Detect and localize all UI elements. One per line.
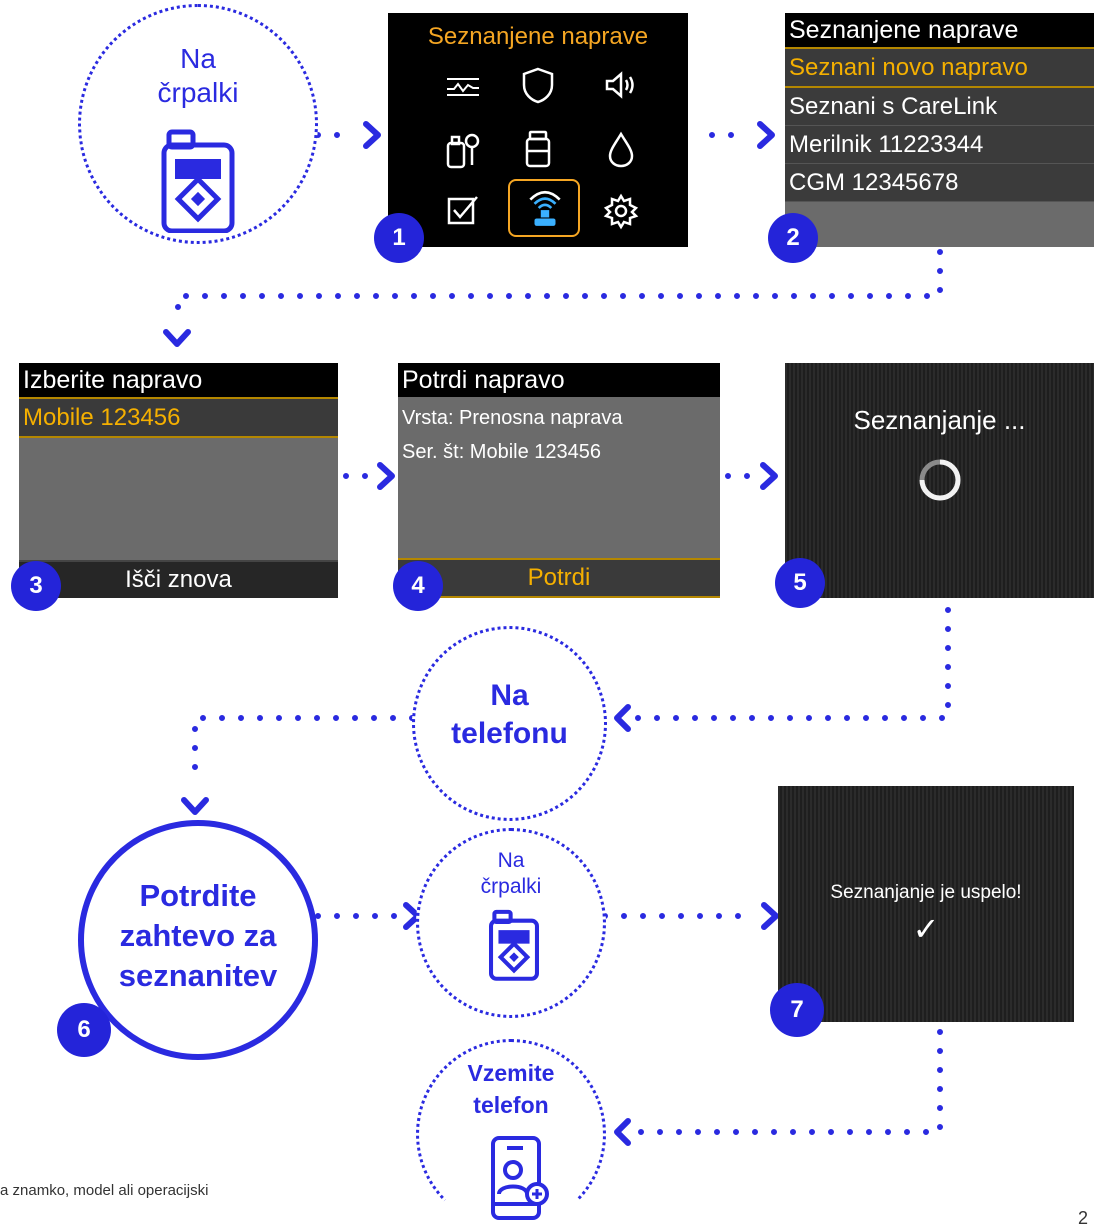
on-pump-label-line2: črpalki [157,77,239,108]
pump-screen-confirm-device: Potrdi napravo Vrsta: Prenosna naprava S… [398,363,720,598]
screen-header: Izberite napravo [19,363,338,397]
device-type-text: Vrsta: Prenosna naprava [402,407,623,429]
on-phone-step-circle: Na telefonu [412,626,607,821]
on-pump-mid-label-line1: Na [497,849,525,872]
speaker-icon [605,71,634,99]
list-item-mobile-device[interactable]: Mobile 123456 [19,397,338,438]
menu-title: Seznanjene naprave [427,23,649,50]
screen-header: Potrdi napravo [398,363,720,397]
pump-screen-pairing-progress: Seznanjanje ... [785,363,1094,598]
search-again-button[interactable]: Išči znova [19,560,338,598]
settings-gear-icon [603,193,639,230]
confirm-label-line2: zahtevo za [119,918,277,953]
take-phone-step-circle: Vzemite telefon [416,1039,606,1229]
list-item-pair-new-device[interactable]: Seznani novo napravo [785,47,1094,88]
step-badge-4: 4 [393,561,443,611]
bolus-pump-icon [446,133,480,169]
confirm-label-line3: seznanitev [118,958,278,993]
pump-screen-paired-devices-menu: Seznanjene naprave [388,13,688,247]
insulin-pump-icon [489,909,539,981]
wireless-pairing-icon[interactable] [524,187,566,229]
device-serial-text: Ser. št: Mobile 123456 [402,441,602,463]
list-item-cgm[interactable]: CGM 12345678 [785,164,1094,202]
step-badge-3: 3 [11,561,61,611]
phone-user-add-icon [491,1136,549,1220]
on-phone-label-line2: telefonu [451,717,568,750]
drop-icon [608,131,634,168]
step-badge-1: 1 [374,213,424,263]
reservoir-icon [525,130,551,168]
checklist-icon [447,196,478,225]
on-pump-mid-step-circle: Na črpalki [416,828,606,1018]
pump-screen-select-device: Izberite napravo Mobile 123456 Išči znov… [19,363,338,598]
sensor-graph-icon [447,78,479,96]
pump-screen-paired-devices-list: Seznanjene naprave Seznani novo napravo … [785,13,1094,247]
shield-icon [522,67,554,104]
step-badge-5: 5 [775,558,825,608]
selected-menu-item-frame[interactable] [508,179,580,237]
on-pump-label-line1: Na [180,43,216,74]
pairing-status-text: Seznanjanje ... [853,405,1026,435]
on-pump-step-circle: Na črpalki [78,4,318,244]
take-phone-label-line1: Vzemite [467,1060,555,1086]
list-item-meter[interactable]: Merilnik 11223344 [785,126,1094,164]
step-badge-6: 6 [57,1003,111,1057]
confirm-request-step-circle: Potrdite zahtevo za seznanitev [78,820,318,1060]
checkmark-icon: ✓ [912,911,940,947]
list-item-pair-carelink[interactable]: Seznani s CareLink [785,88,1094,126]
confirm-label-line1: Potrdite [139,878,257,913]
pairing-success-text: Seznanjanje je uspelo! [830,882,1022,903]
take-phone-label-line2: telefon [473,1092,549,1118]
on-phone-label-line1: Na [490,679,529,712]
loading-spinner-icon [919,459,961,501]
on-pump-mid-label-line2: črpalki [480,875,542,898]
insulin-pump-icon [161,129,235,233]
pump-screen-pairing-success: Seznanjanje je uspelo! ✓ [778,786,1074,1022]
footnote-text: a znamko, model ali operacijski [0,1182,209,1199]
step-badge-2: 2 [768,213,818,263]
confirm-button[interactable]: Potrdi [398,558,720,598]
step-badge-7: 7 [770,983,824,1037]
page-number: 2 [1078,1208,1089,1228]
screen-header: Seznanjene naprave [785,13,1094,47]
